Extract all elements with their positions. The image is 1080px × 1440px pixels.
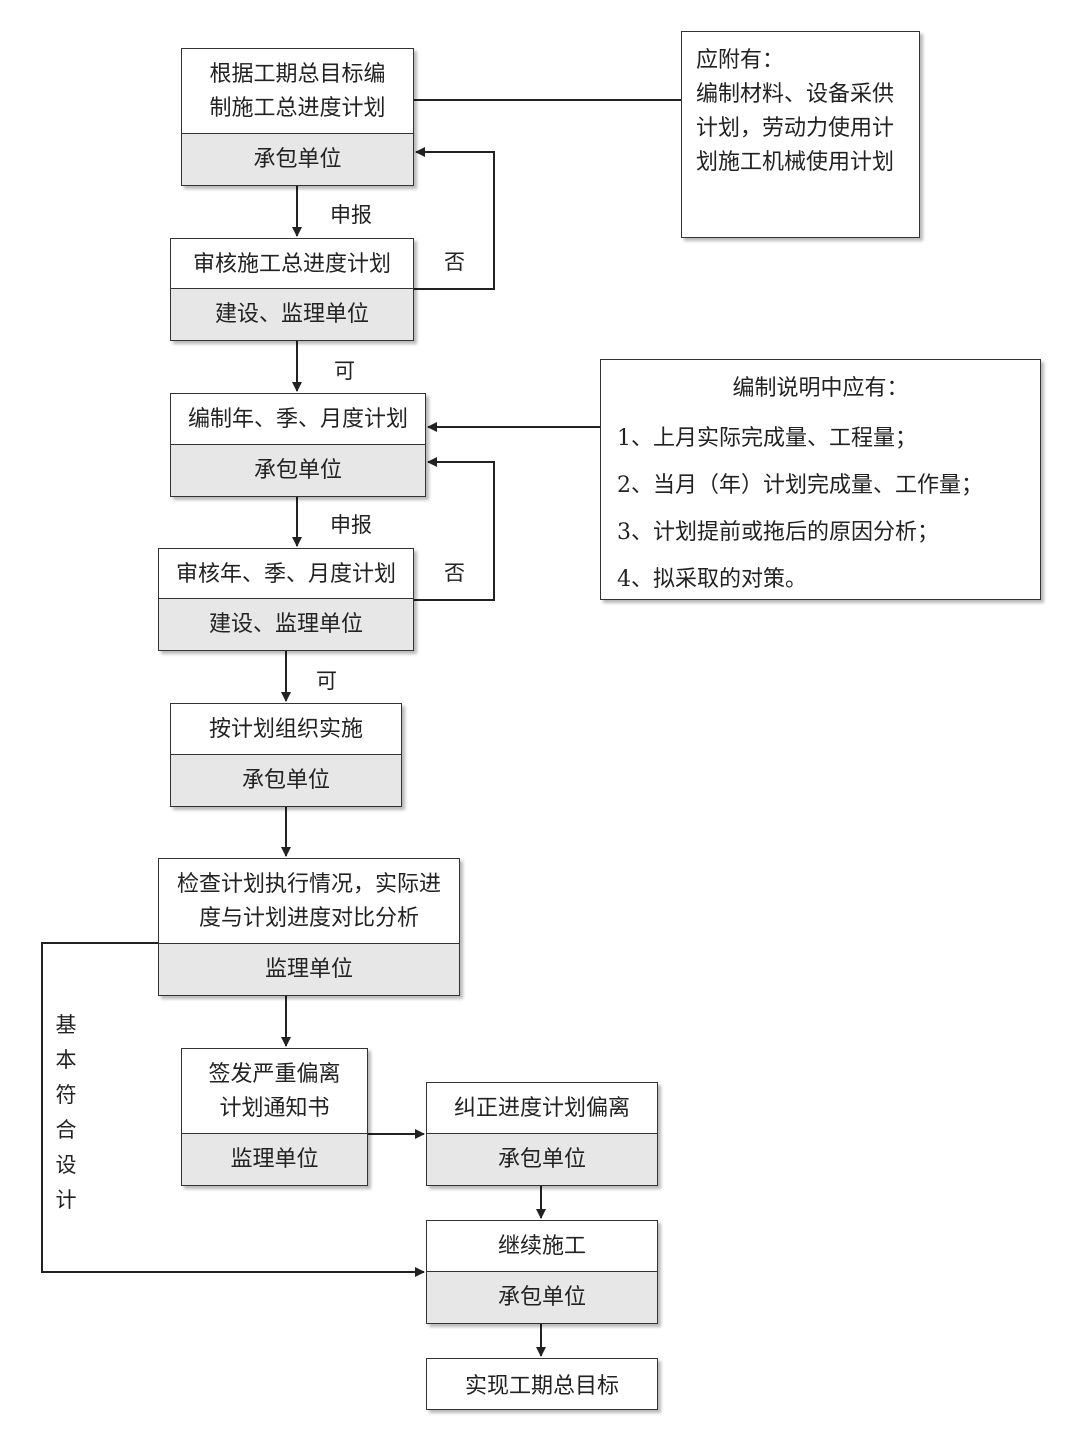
label-reject-2: 否: [444, 561, 465, 585]
label-submit-2: 申报: [330, 513, 372, 537]
step-review-periodic-plan: 审核年、季、月度计划 建设、监理单位: [158, 548, 414, 651]
note-item: 3、计划提前或拖后的原因分析；: [617, 520, 939, 545]
note-compile-instructions: 编制说明中应有： 1、上月实际完成量、工程量； 2、当月（年）计划完成量、工作量…: [600, 359, 1041, 600]
note-item: 1、上月实际完成量、工程量；: [617, 426, 917, 451]
step-title: 按计划组织实施: [208, 717, 363, 742]
step-title: 编制年、季、月度计划: [187, 407, 408, 432]
step-unit: 承包单位: [171, 444, 425, 496]
step-unit: 监理单位: [159, 943, 459, 995]
step-title: 实现工期总目标: [464, 1374, 619, 1399]
step-unit: 承包单位: [182, 133, 413, 185]
step-unit: 监理单位: [182, 1133, 367, 1185]
step-title: 审核年、季、月度计划: [175, 561, 396, 587]
step-review-master-plan: 审核施工总进度计划 建设、监理单位: [170, 238, 414, 341]
step-title: 纠正进度计划偏离: [453, 1096, 630, 1121]
note-item: 4、拟采取的对策。: [617, 567, 807, 592]
step-unit: 建设、监理单位: [159, 598, 413, 650]
step-title: 签发严重偏离计划通知书: [208, 1062, 341, 1121]
step-correct-deviation: 纠正进度计划偏离 承包单位: [426, 1082, 658, 1186]
step-unit: 承包单位: [427, 1133, 657, 1185]
note-attachments: 应附有： 编制材料、设备采供计划，劳动力使用计划施工机械使用计划: [681, 31, 920, 238]
note-title: 编制说明中应有：: [732, 376, 909, 401]
label-approve-1: 可: [334, 359, 355, 383]
note-title: 应附有：: [696, 48, 785, 73]
note-body: 编制材料、设备采供计划，劳动力使用计划施工机械使用计划: [696, 82, 895, 175]
step-achieve-goal: 实现工期总目标: [426, 1358, 658, 1410]
step-title: 继续施工: [497, 1234, 586, 1259]
step-unit: 建设、监理单位: [171, 288, 413, 340]
step-continue-construction: 继续施工 承包单位: [426, 1220, 658, 1324]
step-unit: 承包单位: [427, 1271, 657, 1323]
step-title: 根据工期总目标编制施工总进度计划: [209, 62, 386, 121]
arrow-reject-1: [414, 147, 495, 290]
step-compile-periodic-plan: 编制年、季、月度计划 承包单位: [170, 393, 426, 497]
note-item: 2、当月（年）计划完成量、工作量；: [617, 473, 983, 498]
step-unit: 承包单位: [171, 754, 401, 806]
label-submit-1: 申报: [330, 203, 372, 227]
label-reject-1: 否: [444, 250, 465, 274]
label-conform-design: 基本符合设计: [55, 1013, 77, 1212]
arrow-reject-2: [414, 457, 495, 601]
arrow-conform-design: [41, 942, 425, 1277]
step-compile-master-plan: 根据工期总目标编制施工总进度计划 承包单位: [181, 48, 414, 186]
step-check-execution: 检查计划执行情况，实际进度与计划进度对比分析 监理单位: [158, 858, 460, 996]
label-approve-2: 可: [316, 669, 337, 693]
step-title: 审核施工总进度计划: [192, 251, 391, 277]
step-title: 检查计划执行情况，实际进度与计划进度对比分析: [176, 872, 441, 931]
step-implement-plan: 按计划组织实施 承包单位: [170, 703, 402, 807]
step-issue-deviation-notice: 签发严重偏离计划通知书 监理单位: [181, 1048, 368, 1186]
